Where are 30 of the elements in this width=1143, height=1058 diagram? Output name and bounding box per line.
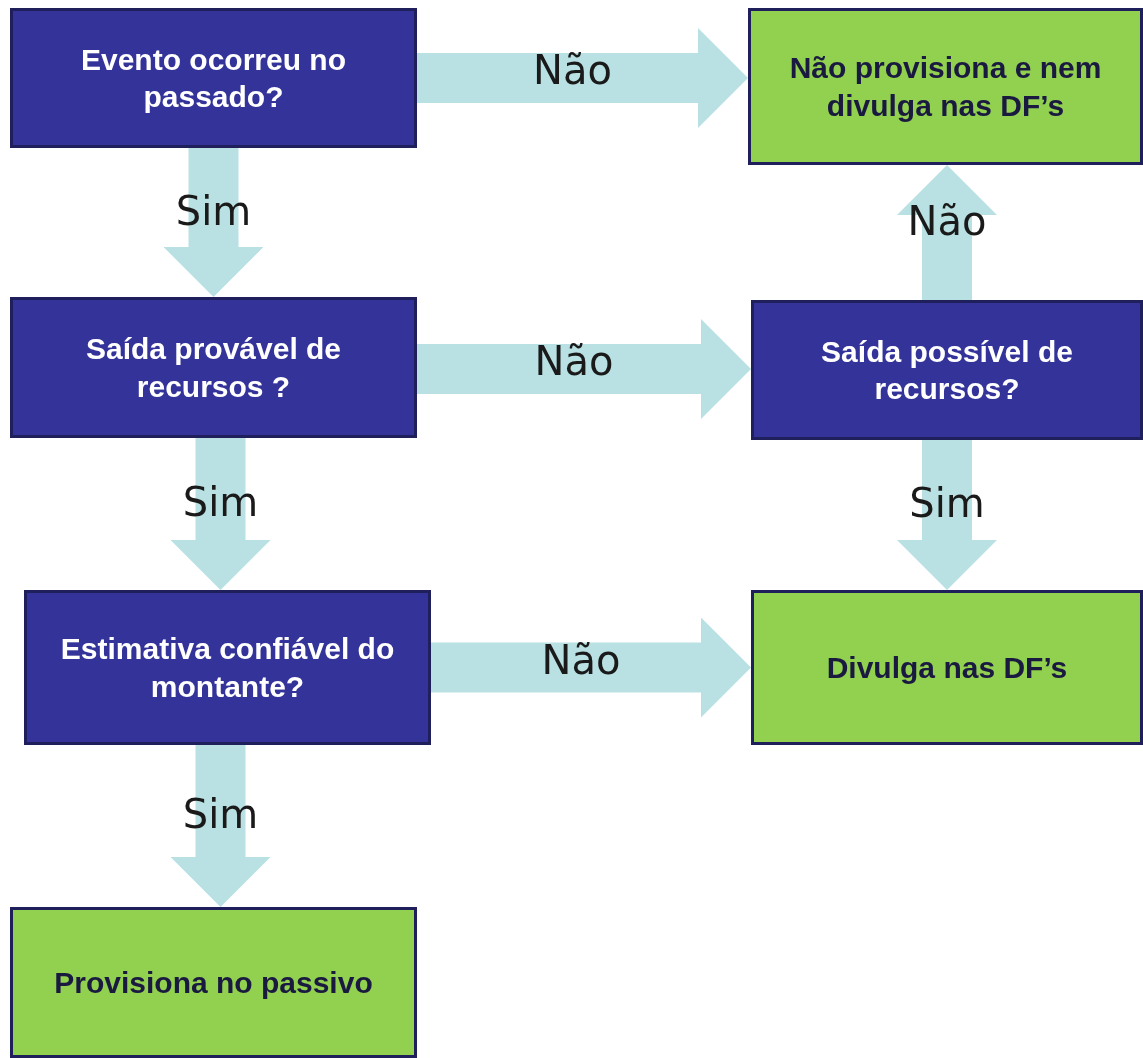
- box-text: Não provisiona e nem divulga nas DF’s: [788, 50, 1103, 124]
- outcome-box: [10, 907, 417, 1058]
- block-arrow: [170, 745, 271, 907]
- outcome-box: [748, 8, 1143, 165]
- edge-label: Sim: [175, 190, 252, 231]
- decision-box: [10, 297, 417, 438]
- box-text: Provisiona no passivo: [54, 964, 373, 1001]
- edge-label: Não: [533, 50, 612, 90]
- outcome-box: [751, 590, 1143, 745]
- box-text: Divulga nas DF’s: [826, 649, 1068, 686]
- block-arrow: [897, 165, 997, 300]
- block-arrow: [431, 617, 751, 718]
- block-arrow: [163, 148, 264, 297]
- box-text: Saída provável de recursos ?: [84, 331, 343, 405]
- block-arrow: [897, 440, 997, 590]
- edge-label: Não: [534, 341, 614, 381]
- decision-box: [10, 8, 417, 148]
- edge-label: Sim: [182, 482, 259, 522]
- edge-label: Sim: [182, 794, 259, 834]
- box-text: Saída possível de recursos?: [820, 333, 1074, 407]
- edge-label: Sim: [909, 483, 985, 523]
- edge-label: Não: [907, 200, 987, 241]
- block-arrow: [417, 28, 748, 128]
- block-arrow: [170, 438, 271, 590]
- box-text: Estimativa confiável do montante?: [59, 631, 396, 705]
- box-text: Evento ocorreu no passado?: [79, 41, 347, 115]
- decision-box: [751, 300, 1143, 440]
- block-arrow: [417, 319, 751, 419]
- decision-box: [24, 590, 431, 745]
- edge-label: Não: [541, 639, 621, 680]
